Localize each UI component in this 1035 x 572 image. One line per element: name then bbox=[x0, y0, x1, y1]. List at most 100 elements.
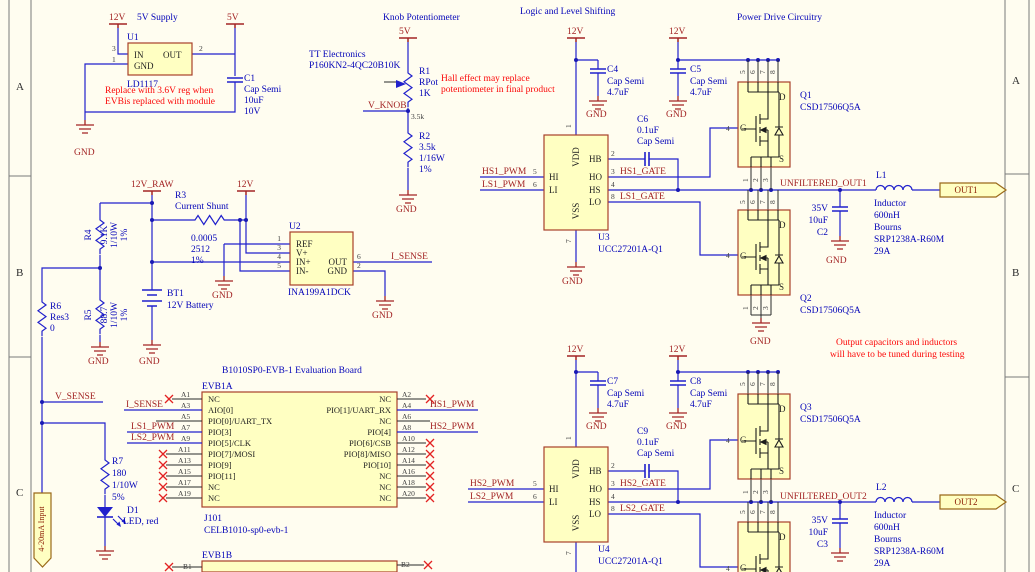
q2-pin1-num: 1 bbox=[741, 306, 750, 310]
inductor-l2[interactable]: L2 Inductor 600nH Bourns SRP1238A-R60M 2… bbox=[874, 483, 945, 569]
l1-mfr: Bourns bbox=[874, 223, 902, 233]
u4-pin5-num: 5 bbox=[533, 479, 537, 488]
evb1a-pin-num: A10 bbox=[402, 434, 415, 443]
regulator-u1[interactable]: U1 IN GND OUT LD1117 3 1 2 bbox=[112, 33, 203, 90]
q1-pin1-num: 1 bbox=[741, 178, 750, 182]
u2-pin-out: OUT bbox=[329, 257, 348, 267]
mosfet-q4-partial[interactable]: D G 4 5 6 7 8 bbox=[726, 510, 791, 572]
capacitor-c7[interactable]: C7 Cap Semi 4.7uF bbox=[607, 377, 645, 410]
evb1a-left-label: NC bbox=[208, 394, 220, 404]
r5-ref: R5 bbox=[84, 309, 94, 320]
u4-pin4-num: 4 bbox=[611, 492, 615, 501]
evb1b-pin-b1: B1 bbox=[183, 562, 192, 571]
c9-ref: C9 bbox=[637, 427, 648, 437]
u4-pin-vss: VSS bbox=[571, 515, 581, 532]
r5-power: 1/10W bbox=[110, 302, 120, 328]
c2-ref: C2 bbox=[817, 228, 828, 238]
r7-tol: 5% bbox=[112, 493, 125, 503]
power-label-12v-c4: 12V bbox=[567, 27, 584, 37]
gate-driver-u3[interactable]: VDD VSS HI LI HB HO HS LO 1 7 5 6 2 3 4 … bbox=[533, 124, 663, 255]
q1-pin3-num: 3 bbox=[761, 178, 770, 182]
potentiometer-r1[interactable]: TT Electronics P160KN2-4QC20B10K R1 RPot… bbox=[309, 50, 438, 121]
evb1a-pin-num: A17 bbox=[178, 478, 191, 487]
u3-part: UCC27201A-Q1 bbox=[598, 245, 663, 255]
evb1a-right-label: NC bbox=[379, 493, 391, 503]
r4-value: 9.1K bbox=[100, 226, 110, 245]
q3-pin6-num: 6 bbox=[748, 382, 757, 386]
u3-pin4-num: 4 bbox=[611, 180, 615, 189]
gate-driver-u4[interactable]: VDD VSS HI LI HB HO HS LO 1 7 5 6 2 3 4 … bbox=[533, 436, 663, 567]
power-label-12v: 12V bbox=[109, 13, 126, 23]
q1-pin6-num: 6 bbox=[748, 70, 757, 74]
gnd-label-r5: GND bbox=[88, 357, 109, 367]
u3-pin6-num: 6 bbox=[533, 180, 537, 189]
c5-ref: C5 bbox=[690, 65, 701, 75]
q2-pin3-num: 3 bbox=[761, 306, 770, 310]
title-logic: Logic and Level Shifting bbox=[520, 6, 615, 17]
resistor-r4[interactable]: R4 9.1K 1/10W 1% bbox=[84, 222, 130, 248]
note-regulator-line1: Replace with 3.6V reg when bbox=[105, 86, 214, 96]
amplifier-u2[interactable]: U2 REF V+ IN+ IN- OUT GND 1 3 4 5 6 2 IN… bbox=[277, 222, 361, 298]
gnd-label-knob: GND bbox=[396, 205, 417, 215]
evb1a-pin-num: A16 bbox=[402, 467, 415, 476]
net-label-isense-u2: I_SENSE bbox=[391, 252, 428, 262]
port-out1[interactable]: OUT1 bbox=[939, 182, 1008, 198]
u2-pin-ref: REF bbox=[296, 239, 313, 249]
evb1a-name: EVB1A bbox=[202, 382, 233, 392]
c1-ref: C1 bbox=[244, 74, 255, 84]
c8-value: 4.7uF bbox=[690, 400, 712, 410]
capacitor-c5[interactable]: C5 Cap Semi 4.7uF bbox=[690, 65, 728, 98]
q2-s-label: S bbox=[779, 282, 784, 292]
mosfet-q1[interactable]: D G S 4 5 6 7 8 1 2 3 Q1 CSD17506Q5A bbox=[726, 70, 861, 182]
power-label-5v-knob: 5V bbox=[399, 27, 411, 37]
u3-pin3-num: 3 bbox=[611, 167, 615, 176]
resistor-r7[interactable]: R7 180 1/10W 5% bbox=[112, 457, 138, 503]
port-out1-label: OUT1 bbox=[955, 185, 978, 195]
capacitor-c1[interactable]: C1 Cap Semi 10uF 10V bbox=[244, 74, 282, 117]
q2-pin7-num: 7 bbox=[758, 200, 767, 204]
capacitor-c9[interactable]: C9 0.1uF Cap Semi bbox=[637, 427, 675, 459]
port-4-20ma-input[interactable]: 4-20mA Input bbox=[33, 492, 52, 568]
c1-value: 10uF bbox=[244, 96, 264, 106]
q3-g-label: G bbox=[740, 435, 747, 445]
capacitor-c2[interactable]: 35V 10uF C2 bbox=[808, 204, 828, 238]
u3-pin8-num: 8 bbox=[611, 192, 615, 201]
resistor-r5[interactable]: R5 88.7 1/10W 1% bbox=[84, 302, 130, 328]
frame-row-c-left: C bbox=[16, 487, 23, 499]
evb1a-pin-numbers: A1 A3 A5 A7 A9 A11 A13 A15 A17 A19 A2 A4… bbox=[178, 390, 415, 498]
inductor-l1[interactable]: L1 Inductor 600nH Bourns SRP1238A-R60M 2… bbox=[874, 171, 945, 257]
u3-pin1-num: 1 bbox=[564, 124, 573, 128]
c3-value: 10uF bbox=[808, 528, 828, 538]
resistor-r3[interactable]: R3 Current Shunt 0.0005 2512 1% bbox=[175, 191, 229, 266]
l2-value: 600nH bbox=[874, 523, 900, 533]
q3-pin8-num: 8 bbox=[768, 382, 777, 386]
capacitor-c4[interactable]: C4 Cap Semi 4.7uF bbox=[607, 65, 645, 98]
capacitor-c6[interactable]: C6 0.1uF Cap Semi bbox=[637, 115, 675, 147]
port-out2[interactable]: OUT2 bbox=[939, 494, 1008, 510]
r3-pkg: 2512 bbox=[191, 245, 210, 255]
evb1a-connector[interactable]: NC AIO[0] PIO[0]/UART_TX PIO[3] PIO[5]/C… bbox=[201, 391, 398, 508]
u4-part: UCC27201A-Q1 bbox=[598, 557, 663, 567]
resistor-r2[interactable]: R2 3.5k 1/16W 1% bbox=[419, 132, 445, 175]
net-label-vsense: V_SENSE bbox=[55, 392, 96, 402]
mosfet-q2[interactable]: D G S 4 5 6 7 8 1 2 3 Q2 CSD17506Q5A bbox=[726, 200, 861, 316]
evb1a-left-label: PIO[11] bbox=[208, 471, 236, 481]
resistor-r6[interactable]: R6 Res3 0 bbox=[50, 302, 69, 334]
evb1a-right-label: PIO[10] bbox=[363, 460, 391, 470]
mosfet-q3[interactable]: D G S 4 5 6 7 8 1 2 3 Q3 CSD17506Q5A bbox=[726, 382, 861, 494]
evb1a-pin-num: A20 bbox=[402, 489, 415, 498]
evb1b-connector[interactable]: B1 B2 bbox=[172, 560, 424, 572]
battery-bt1[interactable]: BT1 12V Battery bbox=[167, 289, 214, 311]
r1-tap-value: 3.5k bbox=[411, 112, 424, 121]
l1-ref: L1 bbox=[876, 171, 887, 181]
r6-desc: Res3 bbox=[50, 313, 69, 323]
gnd-label-ref: GND bbox=[212, 291, 233, 301]
capacitor-c8[interactable]: C8 Cap Semi 4.7uF bbox=[690, 377, 728, 410]
capacitor-c3[interactable]: 35V 10uF C3 bbox=[808, 516, 828, 550]
r5-tol: 1% bbox=[120, 309, 130, 322]
led-d1[interactable]: D1 LED, red bbox=[97, 506, 159, 527]
title-knob-pot: Knob Potentiometer bbox=[383, 13, 461, 23]
c6-value: 0.1uF bbox=[637, 126, 659, 136]
